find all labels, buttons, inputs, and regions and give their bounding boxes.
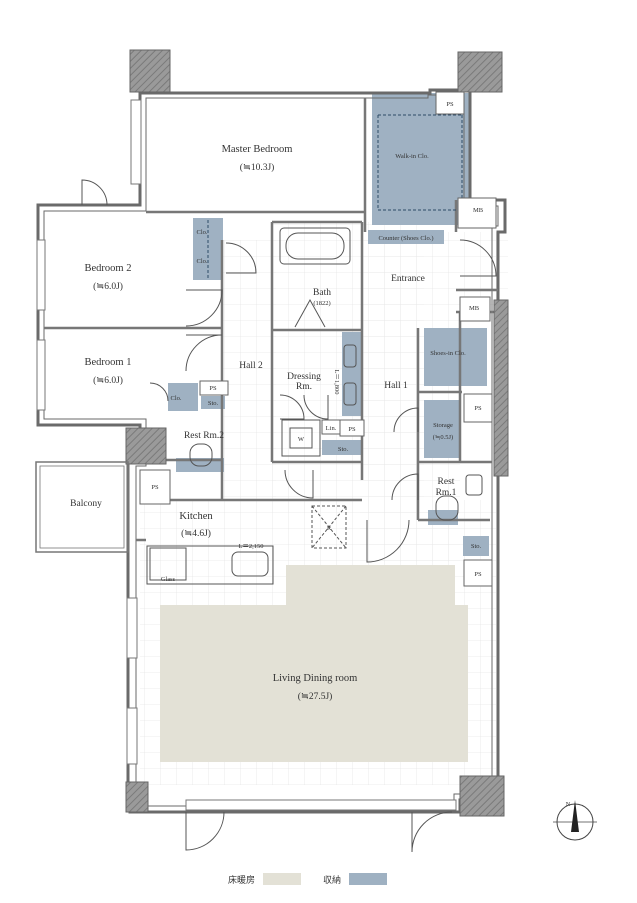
ps-label-4: PS xyxy=(348,426,356,433)
doors xyxy=(81,179,497,853)
ps-label-5: PS xyxy=(151,484,159,491)
room-dressing-name: Dressing xyxy=(287,372,321,382)
room-bedroom1-name: Bedroom 1 xyxy=(85,357,132,368)
room-rest1-name2: Rm.1 xyxy=(436,488,457,498)
room-kitchen-area: (≒4.6J) xyxy=(181,528,211,539)
floor-heating-area xyxy=(160,565,468,762)
clo-label-1: Clo. xyxy=(196,229,207,236)
storage-area: (≒0.5J) xyxy=(433,434,453,441)
ps-label-3: PS xyxy=(209,385,217,392)
ps-label-1: PS xyxy=(446,101,454,108)
room-balcony-name: Balcony xyxy=(70,499,102,509)
room-dressing-name2: Rm. xyxy=(296,382,312,392)
room-bath-size: (1822) xyxy=(313,300,330,307)
structural-columns xyxy=(125,49,509,817)
glass-label: Glass xyxy=(161,576,176,583)
mb-label-1: MB xyxy=(473,207,484,214)
hanger-rails xyxy=(207,114,463,278)
room-kitchen-name: Kitchen xyxy=(179,511,213,522)
room-master-area: (≒10.3J) xyxy=(240,162,275,173)
dressing-dim-label: L＝1,800 xyxy=(333,369,340,394)
room-hall1-name: Hall 1 xyxy=(384,381,408,391)
washer-label: W xyxy=(298,436,305,443)
clo-label-3: Clo. xyxy=(170,395,181,402)
room-rest2-name: Rest Rm.2 xyxy=(184,431,224,441)
service-boxes xyxy=(139,91,497,587)
room-hall2-name: Hall 2 xyxy=(239,361,263,371)
clo-label-2: Clo. xyxy=(196,258,207,265)
legend-floor-heating-swatch xyxy=(263,873,302,885)
fridge-mark: R xyxy=(327,525,332,532)
sto-label-1: Sto. xyxy=(208,400,219,407)
lin-label: Lin. xyxy=(326,425,337,432)
bathtub xyxy=(279,227,351,265)
balcony xyxy=(35,461,129,553)
ps-label-2: PS xyxy=(474,405,482,412)
shoes-closet-label: Shoes-in Clo. xyxy=(430,350,466,357)
room-entrance-name: Entrance xyxy=(391,274,425,284)
storage-areas xyxy=(168,93,489,556)
room-ldk-area: (≒27.5J) xyxy=(298,691,333,702)
room-bedroom2-name: Bedroom 2 xyxy=(85,263,132,274)
range-label: L＝2,150 xyxy=(238,543,263,550)
counter-label: Counter (Shoes Clo.) xyxy=(378,235,433,242)
washbasin xyxy=(281,344,357,457)
kitchen-counter xyxy=(146,545,274,585)
legend-storage-swatch xyxy=(349,873,388,885)
north-arrow-icon xyxy=(553,800,597,841)
sto-label-3: Sto. xyxy=(471,543,482,550)
room-ldk-name: Living Dining room xyxy=(273,673,358,684)
room-master-name: Master Bedroom xyxy=(222,144,293,155)
room-bedroom2-area: (≒6.0J) xyxy=(93,281,123,292)
room-bath-name: Bath xyxy=(313,288,331,298)
walkin-closet-label: Walk-in Clo. xyxy=(395,153,429,160)
fridge-space xyxy=(311,505,347,549)
compass-north-label: N xyxy=(566,801,571,808)
legend-storage-label: 収納 xyxy=(323,875,342,886)
legend-floor-heating-label: 床暖房 xyxy=(228,875,256,886)
sto-label-2: Sto. xyxy=(338,446,349,453)
ps-label-6: PS xyxy=(474,571,482,578)
room-rest1-name: Rest xyxy=(438,477,455,487)
room-bedroom1-area: (≒6.0J) xyxy=(93,375,123,386)
legend: 床暖房 収納 xyxy=(228,872,409,886)
mb-label-2: MB xyxy=(469,305,480,312)
toilets xyxy=(189,443,483,521)
storage-label: Storage xyxy=(433,422,453,429)
windows xyxy=(36,99,457,811)
